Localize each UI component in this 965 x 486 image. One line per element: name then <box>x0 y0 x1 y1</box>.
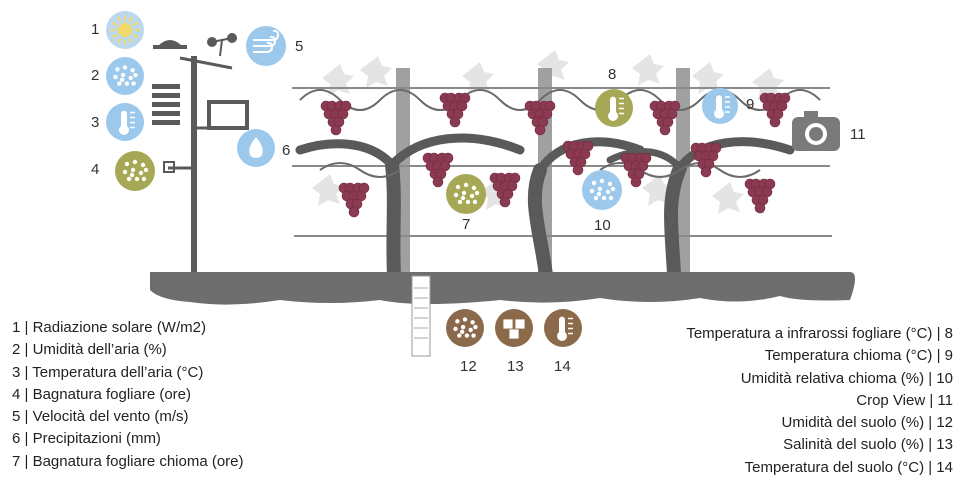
air-humidity-icon <box>106 57 144 95</box>
grape-clusters <box>320 92 791 218</box>
grape-cluster <box>489 172 521 208</box>
legend-item: 6 | Precipitazioni (mm) <box>12 430 161 448</box>
grape-cluster <box>422 152 454 188</box>
marker-label-8: 8 <box>608 66 617 83</box>
camera-icon <box>792 111 840 151</box>
marker-label-10: 10 <box>594 217 611 234</box>
legend-item: Umidità relativa chioma (%) | 10 <box>740 369 953 387</box>
legend-item: 4 | Bagnatura fogliare (ore) <box>12 385 191 403</box>
marker-label-5: 5 <box>295 38 304 55</box>
leaf-wetness-icon <box>115 151 155 191</box>
legend-item: 2 | Umidità dell’aria (%) <box>12 341 167 359</box>
wind-icon <box>246 26 286 66</box>
vine-leaves <box>312 50 784 214</box>
grape-cluster <box>562 140 594 176</box>
legend-item: Temperatura del suolo (°C) | 14 <box>744 458 953 476</box>
canopy-humidity-icon <box>582 170 622 210</box>
grape-cluster <box>620 152 652 188</box>
legend-item: Salinità del suolo (%) | 13 <box>783 436 953 454</box>
legend-item: 3 | Temperatura dell’aria (°C) <box>12 363 204 381</box>
grape-cluster <box>759 92 791 128</box>
marker-label-3: 3 <box>91 114 100 131</box>
sensor-markers <box>106 11 840 347</box>
grape-cluster <box>690 142 722 178</box>
legend-right: Temperatura a infrarossi fogliare (°C) |… <box>686 323 953 479</box>
legend-item: Umidità del suolo (%) | 12 <box>781 414 953 432</box>
canopy-wetness-icon <box>446 174 486 214</box>
legend-item: Crop View | 11 <box>856 391 953 409</box>
marker-label-9: 9 <box>746 96 755 113</box>
legend-item: 1 | Radiazione solare (W/m2) <box>12 319 206 336</box>
marker-label-7: 7 <box>462 216 471 233</box>
raindrop-icon <box>237 129 275 167</box>
thermometer-icon <box>106 103 144 141</box>
infrared-thermometer-icon <box>595 89 633 127</box>
soil-thermometer-icon <box>544 309 582 347</box>
grape-cluster <box>439 92 471 128</box>
ground <box>150 272 855 305</box>
marker-label-6: 6 <box>282 142 291 159</box>
marker-label-13: 13 <box>507 358 524 375</box>
soil-probe <box>411 275 431 357</box>
marker-label-14: 14 <box>554 358 571 375</box>
marker-label-11: 11 <box>850 126 866 143</box>
trellis-wires <box>292 87 832 237</box>
grape-cluster <box>524 100 556 136</box>
grape-cluster <box>649 100 681 136</box>
marker-label-4: 4 <box>91 161 100 178</box>
soil-salinity-icon <box>495 309 533 347</box>
grape-cluster <box>320 100 352 136</box>
marker-label-12: 12 <box>460 358 477 375</box>
vine-trunks <box>295 133 795 282</box>
weather-station <box>152 33 249 272</box>
legend-item: Temperatura a infrarossi fogliare (°C) |… <box>686 325 953 342</box>
legend-item: 5 | Velocità del vento (m/s) <box>12 408 189 426</box>
soil-moisture-icon <box>446 309 484 347</box>
grape-cluster <box>338 182 370 218</box>
legend-item: 7 | Bagnatura fogliare chioma (ore) <box>12 452 244 470</box>
sun-icon <box>106 11 144 49</box>
vine-tendrils <box>299 89 821 178</box>
marker-label-1: 1 <box>91 21 100 38</box>
marker-label-2: 2 <box>91 67 100 84</box>
legend-item: Temperatura chioma (°C) | 9 <box>764 347 953 365</box>
grape-cluster <box>744 178 776 214</box>
canopy-thermometer-icon <box>702 88 738 124</box>
legend-left: 1 | Radiazione solare (W/m2) 2 | Umidità… <box>12 317 244 473</box>
